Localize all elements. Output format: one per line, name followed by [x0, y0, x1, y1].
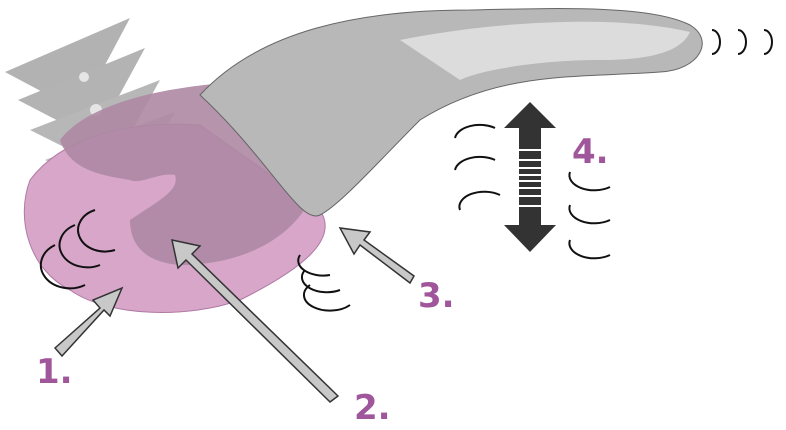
label-1: 1.	[36, 352, 73, 392]
label-4: 4.	[572, 132, 609, 172]
pointer-arrow-icon	[53, 227, 415, 403]
vibration-arrow-icon	[504, 102, 556, 252]
label-2: 2.	[354, 388, 391, 428]
sound-wave-icon	[39, 29, 773, 312]
label-3: 3.	[418, 276, 455, 316]
